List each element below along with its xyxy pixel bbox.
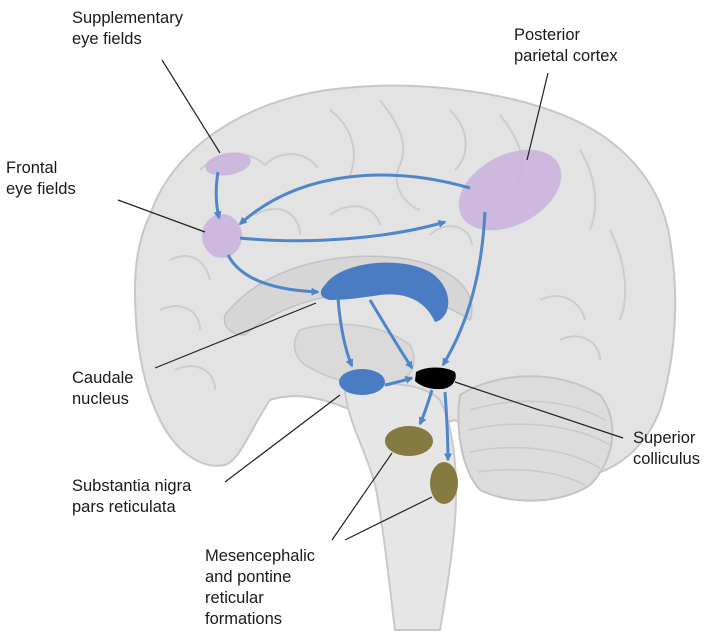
label-frontal-eye-fields: Frontal eye fields [6,158,76,200]
cerebellum [458,376,612,500]
label-caudate-nucleus: Caudale nucleus [72,368,133,410]
substantia-nigra-region [339,369,385,395]
label-substantia-nigra: Substantia nigra pars reticulata [72,476,191,518]
frontal-eye-fields-region [202,214,242,258]
leader-supplementary-eye-fields [162,60,220,153]
label-supplementary-eye-fields: Supplementary eye fields [72,8,183,50]
label-reticular-formations: Mesencephalic and pontine reticular form… [205,546,315,630]
brainstem [345,384,456,630]
pontine-reticular-formation-region [430,462,458,504]
label-superior-colliculus: Superior colliculus [633,428,700,470]
mesencephalic-reticular-formation-region [385,426,433,456]
label-posterior-parietal-cortex: Posterior parietal cortex [514,25,618,67]
